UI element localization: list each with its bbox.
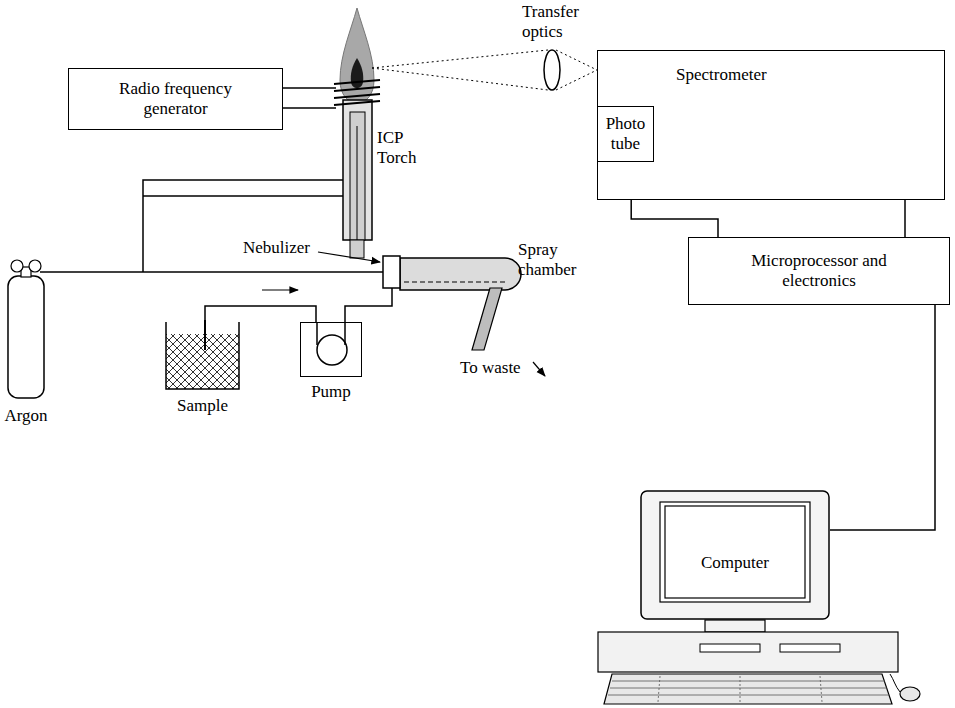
waste-arrow xyxy=(533,362,545,376)
monitor-bezel xyxy=(660,502,810,602)
beaker-wall xyxy=(166,322,239,389)
monitor-screen xyxy=(665,506,805,598)
signal-wire xyxy=(205,306,316,322)
monitor-neck xyxy=(705,620,765,632)
computer-case xyxy=(598,632,898,672)
box-label: Photo tube xyxy=(601,114,650,153)
part-label: ICP Torch xyxy=(377,128,429,167)
nebulizer-pointer xyxy=(318,252,380,262)
processor-box: Microprocessor and electronics xyxy=(688,237,950,305)
part-label: To waste xyxy=(460,358,521,378)
argon-line xyxy=(40,271,383,273)
sample-tube xyxy=(345,288,392,322)
computer-monitor: Computer xyxy=(640,490,830,620)
spectrometer-box: SpectrometerPhoto tube xyxy=(597,50,945,200)
torch-outer-tube xyxy=(343,100,372,240)
cylinder-body xyxy=(8,276,44,398)
pump-rotor xyxy=(317,335,347,365)
pump-box: Pump xyxy=(300,322,362,377)
torch-neck xyxy=(350,240,364,258)
valve-knob xyxy=(29,260,41,272)
argon-line xyxy=(143,195,343,197)
rf-wire xyxy=(283,107,336,109)
sample-beaker: Sample xyxy=(165,320,240,390)
part-caption: Argon xyxy=(4,406,47,426)
argon-line xyxy=(143,180,343,272)
mouse-cord xyxy=(890,674,900,692)
sample-liquid xyxy=(166,334,239,389)
part-label: Transfer optics xyxy=(522,2,598,41)
nebulizer xyxy=(383,256,400,288)
drain-tube xyxy=(472,288,502,350)
drive-slot xyxy=(780,644,840,652)
intake-tube xyxy=(204,320,206,350)
flame-core xyxy=(351,58,364,88)
drive-slot xyxy=(700,644,760,652)
torch-injector xyxy=(357,126,358,240)
optical-path xyxy=(372,50,597,90)
beaker-outline xyxy=(165,320,240,390)
signal-wire xyxy=(904,200,906,237)
load-coil xyxy=(334,80,380,105)
flow-arrow xyxy=(262,289,298,290)
valve-knob xyxy=(11,260,23,272)
spray-chamber-inner xyxy=(404,282,505,283)
pump-tubing xyxy=(317,323,345,345)
signal-wire xyxy=(830,305,935,530)
cylinder-outline xyxy=(6,258,46,400)
torch-inner-tube xyxy=(350,112,365,240)
part-caption: Sample xyxy=(177,396,228,416)
argon-cylinder: Argon xyxy=(6,258,46,400)
box-label: Microprocessor and electronics xyxy=(734,251,904,290)
part-label: Nebulizer xyxy=(243,238,310,258)
box-label: Radio frequency generator xyxy=(96,79,256,118)
mouse xyxy=(900,687,920,701)
generator-box: Radio frequency generator xyxy=(68,68,283,130)
pump-outline xyxy=(301,323,361,376)
box-label: Spectrometer xyxy=(676,65,767,85)
keyboard-keys xyxy=(608,676,889,702)
phototube-box: Photo tube xyxy=(597,106,654,162)
part-label: Spray chamber xyxy=(518,240,598,279)
monitor-frame xyxy=(641,491,829,619)
transfer-lens xyxy=(544,50,560,90)
keyboard xyxy=(604,674,892,704)
box-label: Computer xyxy=(701,553,769,573)
rf-wire xyxy=(283,87,336,89)
spray-chamber xyxy=(400,258,521,290)
part-caption: Pump xyxy=(311,382,351,402)
